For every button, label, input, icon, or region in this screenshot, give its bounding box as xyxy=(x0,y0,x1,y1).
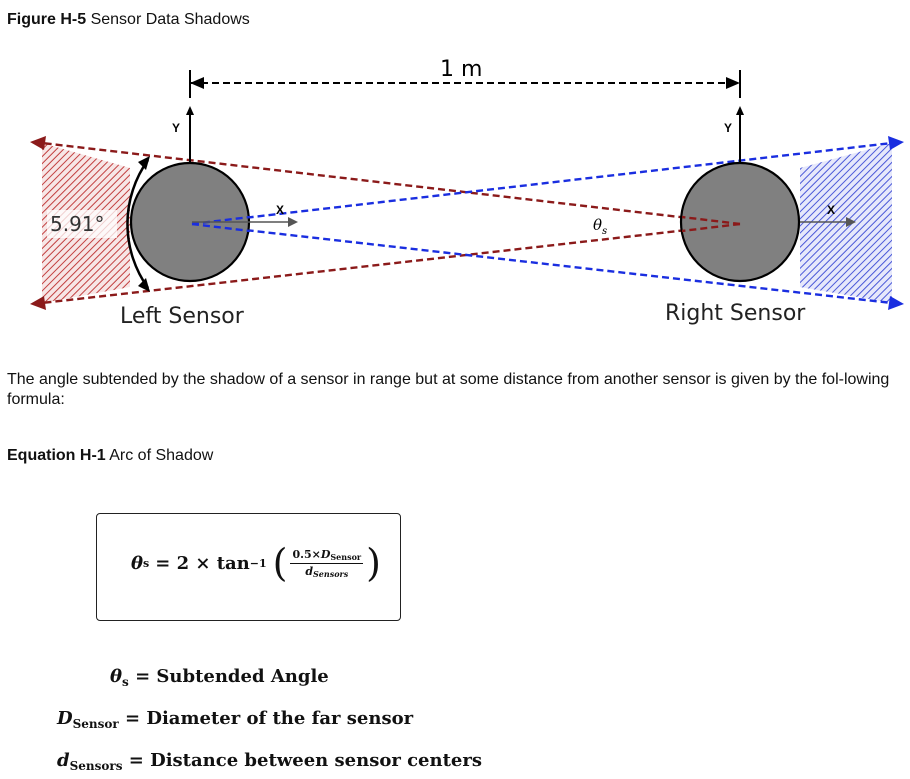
figure-caption: Figure H-5 Sensor Data Shadows xyxy=(7,11,250,29)
right-paren: ) xyxy=(366,541,381,585)
right-x-label: X xyxy=(827,203,835,217)
red-ray-upper xyxy=(41,141,741,226)
equation-label: Equation H-1 xyxy=(7,447,106,464)
blue-arrowhead-upper xyxy=(888,136,904,150)
left-sensor-label: Left Sensor xyxy=(120,304,245,329)
eq-fraction: 0.5×DSensor dSensors xyxy=(290,547,364,579)
red-arrowhead-upper xyxy=(30,136,46,150)
blue-arrowhead-lower xyxy=(888,296,904,310)
blue-ray-lower xyxy=(191,222,893,305)
right-y-label: Y xyxy=(724,121,732,135)
angle-label: 5.91° xyxy=(50,212,105,236)
figure-label: Figure H-5 xyxy=(7,11,87,28)
right-sensor-circle xyxy=(679,161,801,283)
left-y-label: Y xyxy=(172,121,180,135)
eq-lhs: θ xyxy=(131,552,144,574)
red-arrowhead-lower xyxy=(30,296,46,310)
sensor-shadow-diagram: Y Y X X 1 m 5.91° θs Left Sensor Right S… xyxy=(30,57,904,329)
distance-label: 1 m xyxy=(440,57,482,82)
theta-label: θs xyxy=(593,216,607,237)
definition-distance: dSensors = Distance between sensor cente… xyxy=(57,750,482,773)
left-x-label: X xyxy=(276,203,284,217)
eq-rhs: = 2 × tan xyxy=(155,552,250,574)
right-sensor-label: Right Sensor xyxy=(665,301,806,326)
figure-title: Sensor Data Shadows xyxy=(90,11,250,28)
eq-denominator: dSensors xyxy=(305,564,349,579)
left-paren: ( xyxy=(272,541,288,585)
body-paragraph: The angle subtended by the shadow of a s… xyxy=(7,371,890,408)
angle-arc xyxy=(126,159,150,289)
definition-theta: θs = Subtended Angle xyxy=(110,666,329,689)
eq-sup: −1 xyxy=(249,556,267,570)
equation-title: Arc of Shadow xyxy=(109,447,214,464)
equation-caption: Equation H-1 Arc of Shadow xyxy=(7,447,213,465)
eq-numerator: 0.5×DSensor xyxy=(290,547,364,564)
red-ray-lower xyxy=(41,222,741,305)
blue-ray-upper xyxy=(191,141,893,226)
eq-lhs-sub: s xyxy=(143,556,150,570)
definition-diameter: DSensor = Diameter of the far sensor xyxy=(57,708,414,731)
